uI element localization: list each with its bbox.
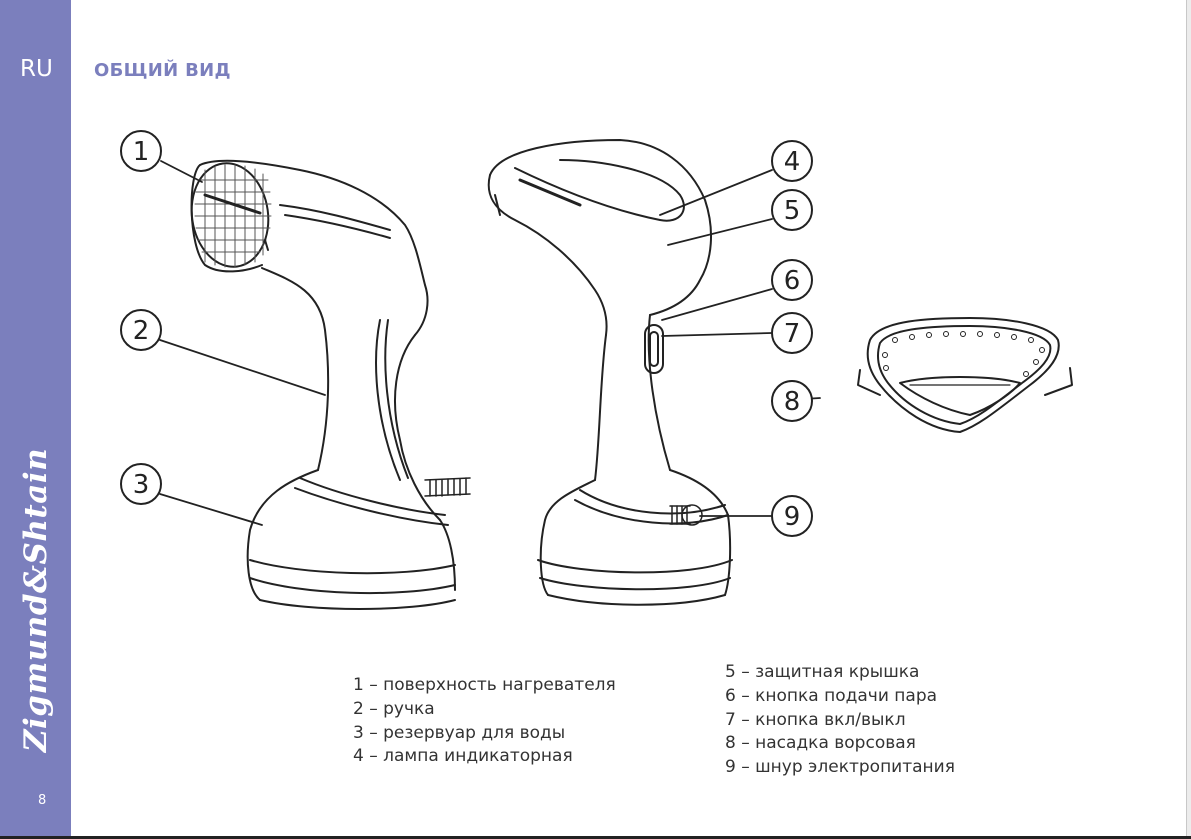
callout-number-1: 1 bbox=[133, 137, 150, 167]
legend-item-1: 1 – поверхность нагревателя bbox=[353, 674, 616, 698]
legend-item-8: 8 – насадка ворсовая bbox=[725, 732, 955, 756]
legend-left: 1 – поверхность нагревателя 2 – ручка 3 … bbox=[353, 674, 616, 769]
legend-item-9: 9 – шнур электропитания bbox=[725, 756, 955, 780]
callout-number-3: 3 bbox=[133, 470, 150, 500]
callout-number-6: 6 bbox=[784, 266, 801, 296]
callout-number-4: 4 bbox=[784, 147, 801, 177]
legend-item-4: 4 – лампа индикаторная bbox=[353, 745, 616, 769]
steamer-front-view bbox=[489, 140, 732, 605]
legend-item-3: 3 – резервуар для воды bbox=[353, 722, 616, 746]
legend-right: 5 – защитная крышка 6 – кнопка подачи па… bbox=[725, 661, 955, 780]
legend-item-6: 6 – кнопка подачи пара bbox=[725, 685, 955, 709]
steamer-side-view bbox=[185, 158, 470, 609]
brush-attachment bbox=[858, 318, 1072, 432]
callout-number-5: 5 bbox=[784, 196, 801, 226]
callout-number-2: 2 bbox=[133, 316, 150, 346]
callout-number-8: 8 bbox=[784, 387, 801, 417]
legend-item-2: 2 – ручка bbox=[353, 698, 616, 722]
legend-item-5: 5 – защитная крышка bbox=[725, 661, 955, 685]
page-edge-right bbox=[1186, 0, 1191, 839]
legend-item-7: 7 – кнопка вкл/выкл bbox=[725, 709, 955, 733]
callout-number-9: 9 bbox=[784, 502, 801, 532]
callout-number-7: 7 bbox=[784, 319, 801, 349]
